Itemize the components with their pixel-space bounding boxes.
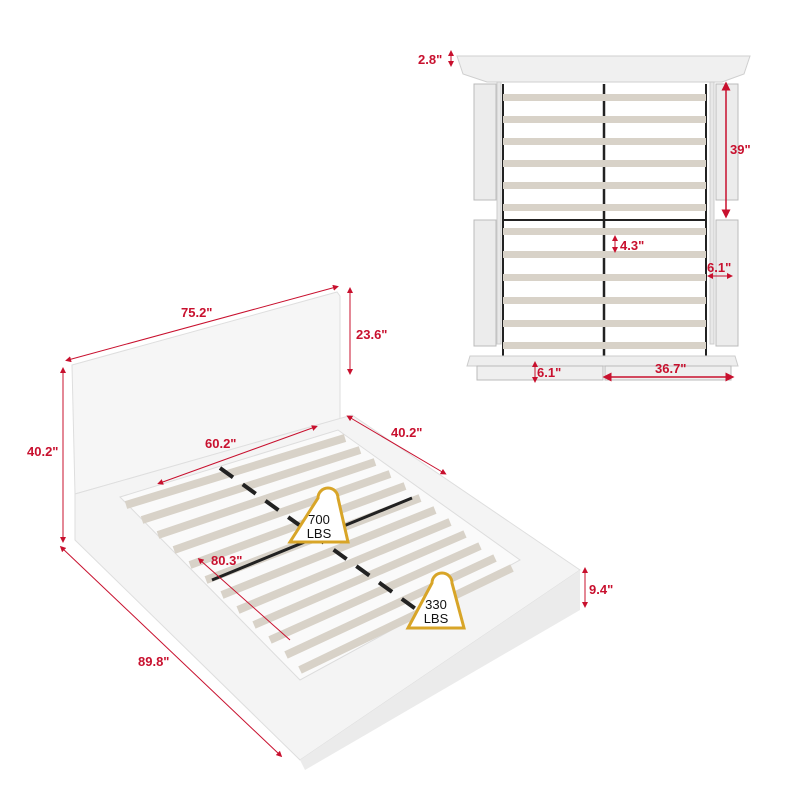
- dim-frame-height: 9.4": [589, 582, 614, 597]
- weight-badge-330: 330 LBS: [416, 598, 456, 626]
- left-storage-upper: [473, 83, 497, 201]
- dim-total-length: 89.8": [138, 654, 170, 669]
- weight-value: 700: [308, 512, 330, 527]
- dim-headboard-height: 23.6": [356, 327, 388, 342]
- weight-badge-700-shape: [287, 486, 350, 544]
- weight-unit: LBS: [423, 611, 449, 626]
- dim-foot-storage-length: 36.7": [655, 361, 687, 376]
- dim-side-depth: 40.2": [391, 425, 423, 440]
- dim-inner-width: 60.2": [205, 436, 237, 451]
- top-view: [448, 50, 751, 383]
- dim-side-storage-length: 39": [730, 142, 751, 157]
- dim-slat-gap: 4.3": [620, 238, 645, 253]
- top-headboard: [456, 55, 751, 83]
- weight-unit: LBS: [306, 526, 332, 541]
- weight-badge-700: 700 LBS: [299, 513, 339, 541]
- dim-total-height: 40.2": [27, 444, 59, 459]
- perspective-view: [59, 284, 588, 770]
- left-storage-lower: [473, 219, 497, 347]
- top-slats: [503, 94, 706, 349]
- dim-side-storage-width: 6.1": [707, 260, 732, 275]
- dim-headboard-thickness: 2.8": [418, 52, 443, 67]
- weight-value: 330: [425, 597, 447, 612]
- dim-headboard-width: 75.2": [181, 305, 213, 320]
- dim-foot-storage-depth: 6.1": [537, 365, 562, 380]
- weight-badge-330-shape: [405, 571, 466, 630]
- right-storage-lower: [715, 219, 739, 347]
- dim-inner-length: 80.3": [211, 553, 243, 568]
